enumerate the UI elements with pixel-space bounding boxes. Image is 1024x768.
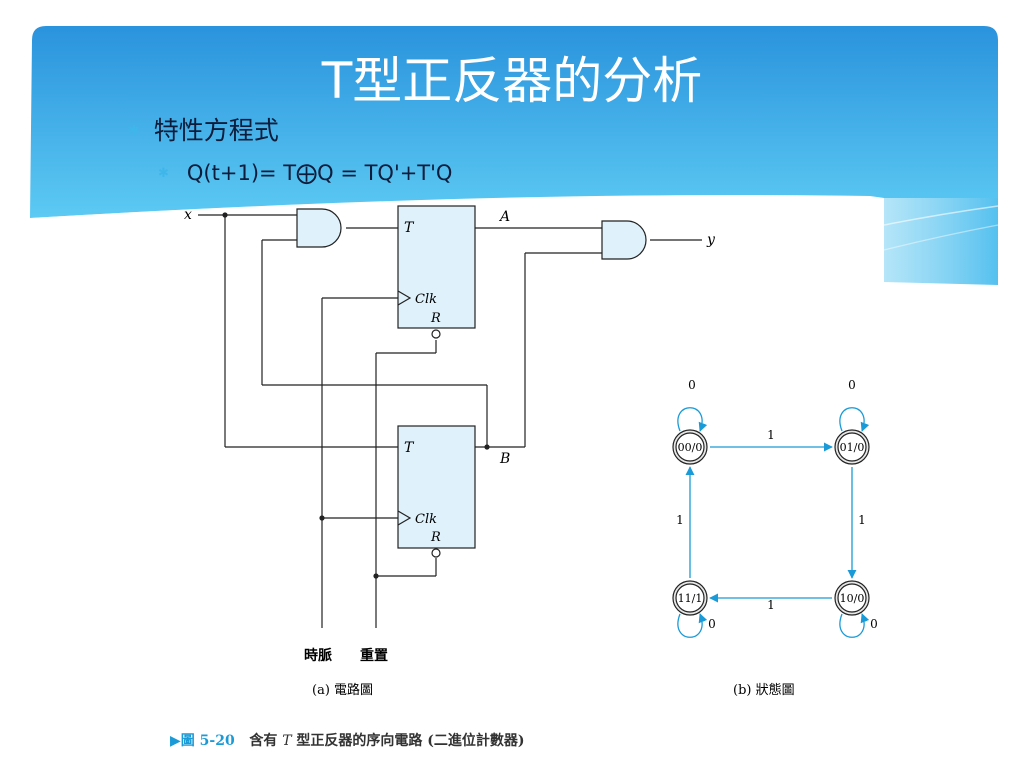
caption-italic-t: T	[282, 733, 292, 749]
label-reset: 重置	[360, 647, 388, 664]
self-loop-00	[677, 407, 708, 432]
circuit-caption: (a) 電路圖	[312, 682, 373, 698]
input-label-01-10: 1	[858, 513, 866, 527]
header-band	[30, 26, 998, 218]
input-label-00-01: 1	[767, 428, 775, 442]
star-bullet-icon: ✱	[128, 123, 140, 139]
label-t-top: T	[404, 220, 415, 236]
bullet-level-2: ✱ Q(t+1)= T⨁Q = TQ'+T'Q	[158, 158, 452, 189]
t-flip-flop-a	[397, 205, 476, 329]
label-y: y	[706, 232, 716, 248]
input-label-01-01: 0	[848, 378, 856, 392]
input-label-00-00: 0	[688, 378, 696, 392]
label-clk-bottom: Clk	[415, 512, 437, 527]
state-diagram-caption: (b) 狀態圖	[733, 682, 795, 698]
bullet-text: 特性方程式	[153, 116, 279, 145]
input-label-11-00: 1	[676, 513, 684, 527]
t-flip-flop-b	[397, 425, 476, 549]
slide-title: T型正反器的分析	[321, 52, 703, 110]
star-bullet-icon: ✱	[158, 166, 169, 181]
state-label-11: 11/1	[678, 592, 703, 605]
caption-text-before: 含有	[249, 733, 278, 749]
label-x: x	[184, 207, 192, 223]
state-label-00: 00/0	[678, 441, 703, 454]
bullet-text: Q(t+1)= T⨁Q = TQ'+T'Q	[186, 161, 453, 185]
self-loop-10	[839, 613, 870, 638]
label-r-top: R	[430, 311, 441, 326]
label-a: A	[498, 209, 510, 225]
caption-marker-icon: ▶	[170, 733, 181, 749]
input-label-10-11: 1	[767, 598, 775, 612]
self-loop-01	[839, 407, 870, 432]
state-label-10: 10/0	[840, 592, 865, 605]
and-gate-2	[601, 220, 647, 260]
bullet-level-1: ✱ 特性方程式	[128, 114, 279, 148]
and-gate-1	[296, 208, 342, 248]
header-banner	[30, 26, 999, 285]
state-label-01: 01/0	[840, 441, 865, 454]
input-label-10-10: 0	[870, 617, 878, 631]
self-loop-11	[677, 613, 708, 638]
label-t-bottom: T	[404, 440, 415, 456]
caption-text-after: 型正反器的序向電路 (二進位計數器)	[296, 733, 525, 749]
label-clk-top: Clk	[415, 292, 437, 307]
label-r-bottom: R	[430, 530, 441, 545]
header-wave	[30, 196, 884, 222]
input-label-11-11: 0	[708, 617, 716, 631]
label-b: B	[499, 451, 510, 467]
label-clock: 時脈	[304, 647, 332, 664]
figure-caption: ▶圖 5-20 含有 T 型正反器的序向電路 (二進位計數器)	[170, 730, 525, 750]
figure-number: 圖 5-20	[180, 733, 235, 749]
